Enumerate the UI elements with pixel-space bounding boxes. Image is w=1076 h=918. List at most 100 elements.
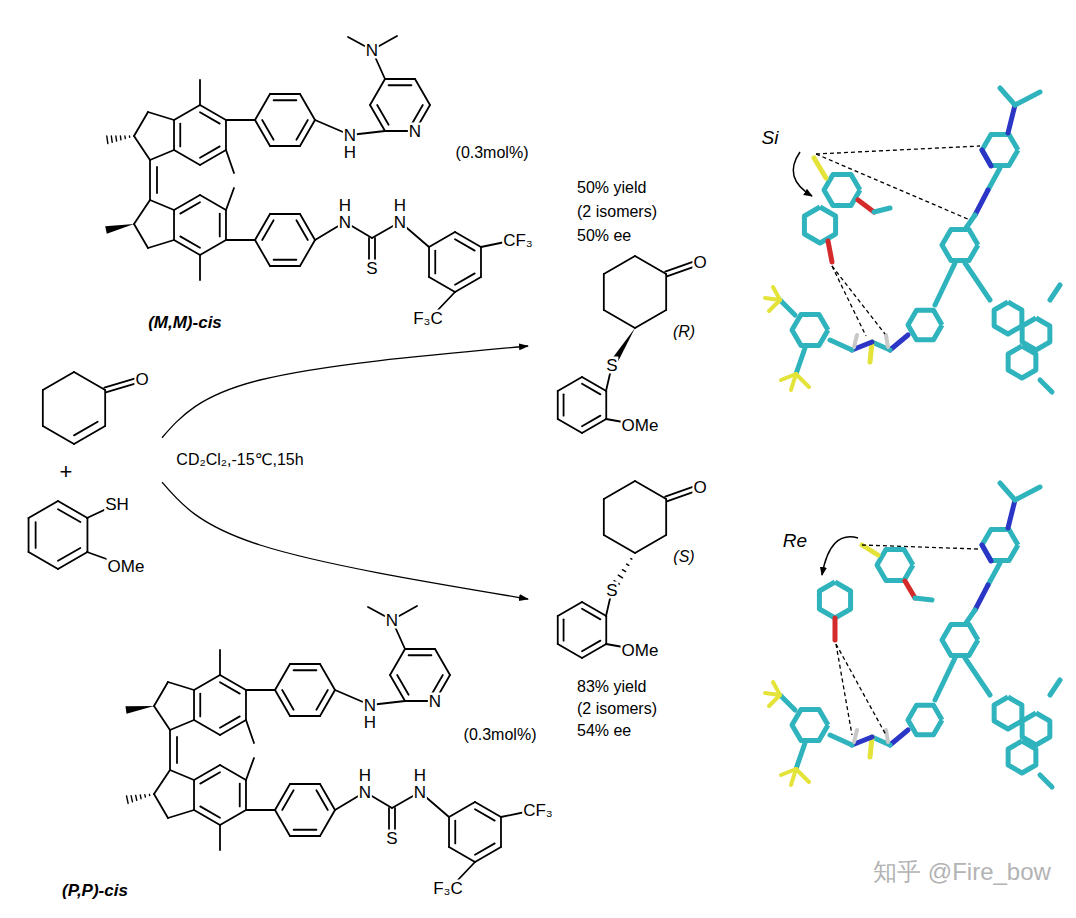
stick-bond: [1008, 105, 1015, 133]
bond: [316, 790, 327, 810]
stick-bond: [828, 241, 832, 262]
stick-bond: [854, 335, 857, 347]
bond: [87, 518, 89, 552]
bond: [107, 136, 108, 144]
atom-label: N: [338, 214, 352, 231]
bond: [140, 795, 142, 799]
bond: [150, 150, 174, 160]
face-label: Si: [761, 128, 780, 147]
h-bond-dash: [862, 545, 978, 549]
bond: [58, 548, 80, 561]
product-drawing: [558, 256, 701, 433]
bond: [200, 105, 226, 120]
bond: [134, 136, 150, 160]
bond: [200, 806, 220, 817]
bond: [290, 835, 320, 837]
bond: [370, 79, 385, 105]
stick-bond: [1015, 487, 1040, 500]
molecular-model: [765, 483, 1060, 787]
product-structure: OS(R)OMe: [528, 248, 720, 448]
h-bond-dash: [832, 266, 885, 334]
bond: [300, 120, 315, 146]
bond: [174, 195, 200, 210]
stick-bond: [982, 545, 991, 561]
bond: [434, 251, 436, 274]
atom-label: N: [408, 123, 422, 140]
bond: [193, 690, 195, 720]
catalyst-structure: NNNHHNHNSCF₃F₃C(M,M)-cis: [95, 25, 550, 335]
bond: [635, 256, 666, 274]
bond: [449, 847, 475, 862]
bond: [199, 694, 201, 717]
bond: [300, 240, 315, 266]
bond: [74, 426, 105, 444]
bond: [199, 80, 201, 105]
stick-bond: [886, 335, 888, 347]
bond: [170, 720, 194, 730]
stick-bond: [780, 695, 795, 710]
stick-bond: [982, 150, 991, 166]
isomer-note: (2 isomers): [576, 701, 658, 717]
bond: [28, 518, 30, 552]
stick-bond: [975, 190, 988, 215]
bond: [43, 372, 74, 390]
h-bond-dash: [836, 644, 886, 735]
bond: [428, 247, 430, 277]
stick-bond: [1040, 775, 1052, 787]
bond: [558, 602, 582, 616]
stick-bond: [965, 658, 990, 695]
bond: [635, 535, 666, 553]
bond: [618, 575, 622, 578]
bond: [176, 737, 178, 763]
bond: [239, 784, 241, 807]
bond: [200, 146, 220, 157]
bond: [270, 265, 300, 267]
bond: [275, 810, 290, 836]
bond: [193, 780, 195, 810]
bond: [405, 648, 435, 650]
bond: [270, 93, 300, 95]
bond: [300, 94, 315, 120]
bond: [605, 391, 607, 419]
bond: [377, 105, 388, 125]
stick-ring: [1022, 713, 1050, 745]
stick-bond: [796, 743, 805, 769]
stick-bond: [1000, 88, 1015, 105]
stick-bond: [833, 618, 838, 640]
stick-bond: [814, 158, 826, 178]
stick-bond: [890, 730, 908, 745]
bond: [200, 772, 220, 783]
bond: [136, 795, 137, 800]
bond: [174, 240, 200, 255]
bond: [409, 654, 432, 656]
stick-bond: [1008, 500, 1015, 528]
bond: [58, 509, 80, 522]
stick-bond: [854, 730, 857, 742]
loading-note: (0.3mol%): [463, 727, 538, 743]
atom-label: O: [692, 479, 707, 496]
atom-label: H: [358, 767, 372, 784]
stick-bond: [796, 348, 805, 374]
bond: [558, 644, 582, 658]
bond: [435, 649, 450, 675]
stick-bond: [988, 563, 1000, 585]
bond: [200, 112, 220, 123]
bond: [582, 419, 606, 433]
atom-label: OMe: [621, 417, 660, 434]
bond: [220, 682, 240, 693]
bond: [194, 720, 220, 735]
stick-bond: [773, 682, 780, 695]
bond: [29, 552, 58, 569]
bond: [316, 690, 327, 710]
bond: [604, 481, 635, 499]
bond: [173, 210, 175, 240]
stick-bond: [769, 300, 780, 311]
stick-bond: [988, 168, 1000, 190]
bond: [631, 558, 632, 560]
bond: [582, 644, 606, 658]
bond: [226, 119, 255, 121]
bond: [604, 535, 635, 553]
bond: [134, 224, 148, 248]
bond: [111, 136, 113, 142]
atom-label: CF₃: [502, 232, 534, 249]
